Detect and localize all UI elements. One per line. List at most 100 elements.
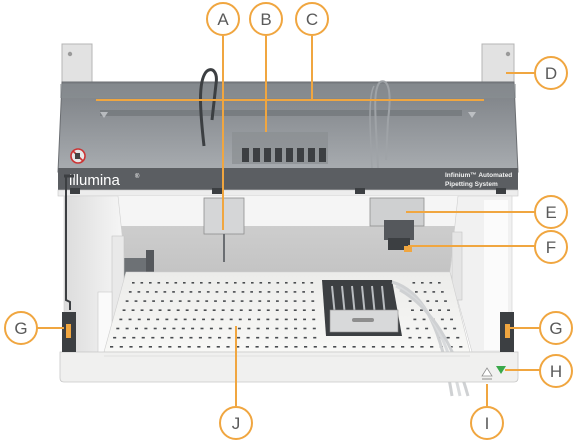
deck-hole — [313, 346, 317, 348]
svg-text:F: F — [546, 238, 556, 257]
deck-hole — [266, 309, 270, 311]
deck-hole — [285, 282, 288, 284]
deck-hole — [134, 300, 138, 302]
callout-G-right: G — [539, 311, 573, 345]
deck-hole — [259, 282, 263, 284]
callout-B: B — [249, 2, 283, 36]
deck-hole — [185, 309, 189, 311]
deck-hole — [153, 327, 157, 330]
deck-hole — [381, 346, 385, 348]
svg-text:G: G — [14, 319, 27, 338]
callout-A: A — [206, 2, 240, 36]
deck-hole — [179, 336, 183, 339]
handle-right — [500, 312, 514, 352]
deck-hole — [430, 346, 434, 348]
deck-hole — [198, 336, 202, 339]
deck-hole — [172, 327, 176, 330]
deck-hole — [151, 336, 155, 339]
deck-hole — [447, 309, 450, 311]
deck-hole — [268, 282, 271, 284]
deck-hole — [227, 336, 231, 339]
deck-hole — [207, 346, 211, 348]
deck-hole — [238, 318, 242, 321]
deck-hole — [293, 300, 297, 302]
deck-hole — [302, 291, 305, 293]
deck-hole — [371, 346, 376, 348]
deck-hole — [146, 291, 149, 293]
deck-hole — [176, 309, 180, 311]
deck-hole — [174, 282, 178, 284]
deck-hole — [237, 327, 241, 330]
callout-D: D — [534, 56, 568, 90]
deck-hole — [189, 291, 193, 293]
deck-hole — [312, 327, 316, 330]
deck-hole — [257, 318, 261, 321]
deck-hole — [412, 282, 416, 284]
deck-hole — [129, 346, 133, 348]
deck-hole — [152, 300, 155, 302]
deck-hole — [215, 291, 219, 293]
deck-hole — [256, 327, 260, 330]
deck-hole — [132, 336, 136, 339]
deck-hole — [406, 327, 410, 330]
deck-hole — [248, 309, 252, 311]
brand-logo: illumina — [69, 172, 121, 189]
deck-hole — [125, 327, 129, 330]
deck-hole — [116, 327, 120, 330]
deck-hole — [236, 346, 240, 348]
callout-J: J — [219, 406, 253, 440]
deck-hole — [125, 300, 129, 302]
callout-H: H — [539, 354, 573, 388]
deck-hole — [453, 327, 457, 330]
deck-hole — [194, 309, 198, 311]
deck-hole — [421, 282, 424, 284]
deck-hole — [174, 318, 178, 321]
deck-hole — [429, 282, 433, 284]
deck-hole — [219, 327, 223, 330]
deck-hole — [234, 282, 237, 284]
deck-hole — [131, 309, 135, 311]
deck-hole — [169, 300, 173, 302]
deck-hole — [362, 346, 366, 348]
deck-hole — [110, 346, 114, 348]
deck-hole — [441, 291, 444, 293]
deck-hole — [191, 282, 195, 284]
deck-hole — [459, 346, 463, 348]
deck-hole — [426, 300, 430, 302]
deck-hole — [187, 346, 191, 348]
deck-hole — [154, 291, 158, 293]
deck-hole — [415, 327, 419, 330]
deck-hole — [435, 300, 438, 302]
deck-hole — [313, 336, 317, 339]
deck-hole — [443, 327, 447, 330]
deck-hole — [302, 309, 306, 311]
deck-hole — [294, 346, 298, 348]
handle-left — [62, 312, 76, 352]
deck-hole — [163, 327, 167, 330]
deck-hole — [266, 327, 269, 330]
deck-hole — [223, 300, 226, 302]
deck-hole — [161, 300, 164, 302]
deck-hole — [237, 336, 241, 339]
deck-hole — [200, 327, 204, 330]
deck-hole — [228, 327, 232, 330]
deck-hole — [276, 300, 279, 302]
deck-hole — [425, 327, 429, 330]
deck-hole — [221, 309, 225, 311]
deck-hole — [183, 282, 186, 284]
deck-hole — [148, 346, 152, 348]
deck-hole — [284, 309, 288, 311]
pipette-tip-channels — [232, 132, 328, 164]
deck-hole — [258, 300, 262, 302]
deck-hole — [226, 346, 230, 348]
deck-hole — [157, 282, 161, 284]
deck-hole — [122, 336, 126, 339]
callout-G-left: G — [4, 311, 38, 345]
deck-hole — [229, 318, 233, 321]
deck-hole — [420, 346, 424, 348]
deck-hole — [267, 291, 271, 293]
deck-hole — [119, 318, 123, 321]
deck-hole — [203, 309, 207, 311]
top-frame — [61, 43, 515, 83]
